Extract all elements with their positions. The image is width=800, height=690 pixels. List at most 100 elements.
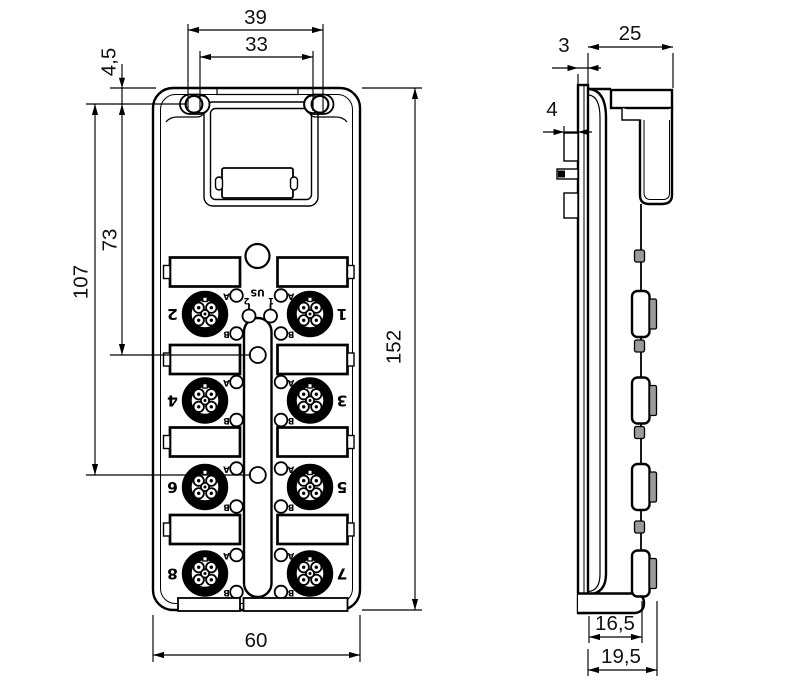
center-spine xyxy=(242,316,273,599)
channel-led xyxy=(273,461,289,476)
upper-cover-inner xyxy=(643,120,670,200)
port-number: 5 xyxy=(337,478,348,496)
label-window-tab-left xyxy=(214,176,224,191)
dim-107: 107 xyxy=(70,104,251,476)
m12-connector xyxy=(291,295,329,333)
label-plate xyxy=(168,426,242,458)
dim-19-5: 19,5 xyxy=(587,601,658,676)
side-tab xyxy=(633,520,646,534)
mounting-hole-right xyxy=(303,93,335,115)
connector-boss xyxy=(630,289,651,339)
upper-cover-block xyxy=(638,108,674,206)
side-view xyxy=(556,83,674,615)
status-label: US xyxy=(250,287,265,298)
dimension-value: 73 xyxy=(99,229,122,252)
rear-latch-upper xyxy=(563,132,579,162)
base-plate xyxy=(576,83,590,615)
status-led-digit: 1 xyxy=(268,295,274,305)
dimensions: 39 33 4,5 73 107 xyxy=(70,6,674,676)
top-edge-notch xyxy=(216,88,299,96)
label-plate xyxy=(276,256,349,288)
m12-connector xyxy=(291,555,329,593)
m12-connector xyxy=(186,295,224,333)
label-plate-tab xyxy=(162,434,171,450)
dimension-value: 19,5 xyxy=(601,645,641,668)
channel-led xyxy=(273,584,289,600)
port-number: 4 xyxy=(167,392,178,410)
channel-led xyxy=(229,461,244,476)
port-number: 8 xyxy=(167,565,178,583)
channel-label: B xyxy=(223,502,229,512)
connector-boss-row-2 xyxy=(630,376,658,425)
connector-boss xyxy=(630,549,651,598)
channel-label: B xyxy=(288,415,294,425)
status-led xyxy=(263,308,278,324)
front-view: US 2 1 2 1 A B A B 4 3 xyxy=(151,86,362,612)
side-tab xyxy=(633,425,646,440)
top-cap xyxy=(609,88,674,110)
rear-tab xyxy=(556,168,579,180)
spine-screw-hole-1 xyxy=(248,346,267,364)
label-plate xyxy=(276,343,349,376)
label-plate-tab xyxy=(346,522,355,537)
label-plate-tab xyxy=(162,352,171,367)
dim-16-5: 16,5 xyxy=(588,601,643,643)
dim-25: 25 xyxy=(587,22,674,88)
m12-connector xyxy=(186,555,224,593)
port-number: 2 xyxy=(167,305,178,323)
status-led-group: US 2 1 xyxy=(241,287,278,324)
label-window-tab-right xyxy=(289,176,299,191)
arrowhead xyxy=(553,128,564,136)
channel-label: A xyxy=(287,550,294,560)
channel-label: B xyxy=(288,329,294,339)
connector-tip xyxy=(648,557,658,590)
dimension-value: 16,5 xyxy=(595,612,635,635)
rear-latch-lower xyxy=(563,192,579,219)
connector-boss xyxy=(630,376,651,425)
m12-connector xyxy=(291,468,329,506)
channel-label: A xyxy=(287,291,294,301)
spine-screw-hole-2 xyxy=(248,466,267,484)
arrowhead xyxy=(567,64,578,72)
channel-led xyxy=(229,584,244,600)
connector-boss-row-1 xyxy=(630,289,658,339)
channel-label: A xyxy=(287,464,294,474)
connector-tip xyxy=(648,298,658,330)
port-row-1: 2 1 A B A B xyxy=(167,288,347,341)
channel-led xyxy=(273,412,289,428)
label-plate xyxy=(168,343,242,376)
label-plate xyxy=(276,426,349,458)
bottom-foot-left xyxy=(177,597,241,612)
dimension-value: 152 xyxy=(383,330,406,364)
port-row-4: 8 7 A B A B xyxy=(167,547,347,600)
channel-label: B xyxy=(223,587,229,597)
dim-4: 4 xyxy=(543,98,592,136)
channel-led xyxy=(229,326,244,341)
side-tab xyxy=(633,249,646,263)
channel-led xyxy=(229,288,244,303)
dimension-value: 107 xyxy=(70,265,93,299)
channel-led xyxy=(273,374,289,390)
dim-152: 152 xyxy=(362,87,422,611)
label-plate-tab xyxy=(162,264,171,280)
channel-label: A xyxy=(287,377,294,387)
label-plate xyxy=(168,256,242,288)
dimension-value: 3 xyxy=(558,34,569,57)
channel-led xyxy=(229,547,244,563)
channel-led xyxy=(273,547,289,563)
label-plate-tab xyxy=(346,264,355,280)
channel-led xyxy=(273,499,289,514)
dimension-value: 39 xyxy=(244,6,267,29)
connector-tip xyxy=(648,384,658,417)
port-number: 6 xyxy=(167,478,178,496)
channel-led xyxy=(273,288,289,303)
channel-led xyxy=(273,326,289,341)
dim-3: 3 xyxy=(552,34,601,84)
arrowhead xyxy=(118,77,126,88)
screw-circle xyxy=(310,94,330,114)
label-plate-tab xyxy=(346,434,355,450)
dim-60: 60 xyxy=(152,615,361,662)
status-led-digit: 2 xyxy=(243,295,249,305)
